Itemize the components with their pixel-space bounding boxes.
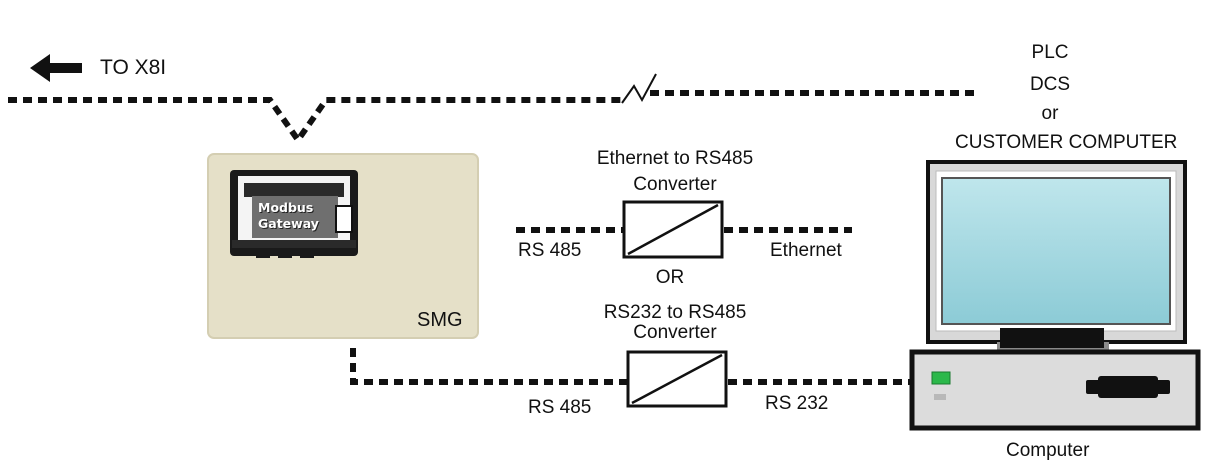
plc-label: PLC — [1031, 42, 1069, 63]
rs232-converter-subtitle: Converter — [633, 322, 717, 343]
smg-label: SMG — [417, 309, 463, 331]
rs485-line-bottom — [350, 348, 628, 385]
computer-base-unit — [909, 349, 1201, 431]
rs232-converter-title: RS232 to RS485 — [603, 302, 747, 323]
top-bus-line — [8, 90, 980, 146]
computer-label: Computer — [1006, 440, 1090, 461]
monitor-screen — [941, 177, 1171, 325]
rs232-label: RS 232 — [765, 393, 829, 414]
dcs-label: DCS — [1029, 74, 1071, 95]
rs485-top-label: RS 485 — [518, 240, 582, 261]
ethernet-label: Ethernet — [770, 240, 842, 261]
rs485-bottom-label: RS 485 — [528, 397, 592, 418]
rs232-converter-box — [626, 350, 728, 408]
or-small-label: or — [1041, 103, 1059, 124]
customer-computer-label: CUSTOMER COMPUTER — [955, 132, 1178, 153]
gateway-text-line2: Gateway — [258, 216, 319, 231]
arrow-left-icon — [30, 54, 82, 82]
gateway-text-line1: Modbus — [258, 200, 314, 215]
or-label: OR — [655, 267, 685, 288]
line-break-icon — [621, 73, 657, 104]
monitor — [926, 160, 1187, 350]
ethernet-converter-box — [622, 200, 724, 259]
to-target-label: TO X8I — [100, 56, 167, 79]
eth-converter-subtitle: Converter — [633, 174, 717, 195]
modbus-gateway-device — [230, 170, 358, 258]
eth-converter-title: Ethernet to RS485 — [596, 148, 754, 169]
